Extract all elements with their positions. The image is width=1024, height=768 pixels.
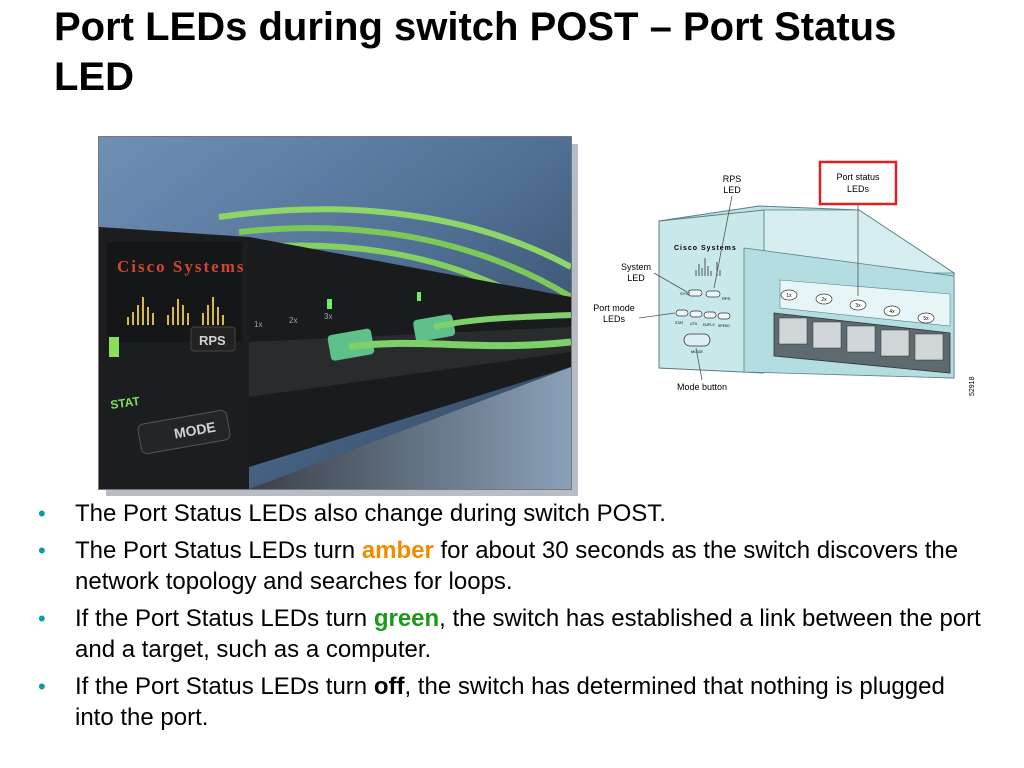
port-label-3: 3x	[855, 303, 861, 309]
system-led-label-2: LED	[627, 273, 645, 283]
switch-diagram: RPS LED Port status LEDs System LED Port…	[584, 158, 984, 408]
bullet-dot-icon: •	[38, 501, 46, 526]
diagram-brand: Cisco Systems	[674, 245, 737, 252]
port-label-4: 4x	[889, 309, 895, 315]
port-mode-label-2: LEDs	[603, 314, 626, 324]
port-status-label-1: Port status	[836, 172, 880, 182]
mode-button-label: Mode button	[677, 382, 727, 392]
photo-mode-label: MODE	[173, 419, 217, 442]
rps-small: RPS	[722, 296, 731, 301]
rps-led-label-1: RPS	[723, 174, 742, 184]
bullet-dot-icon: •	[38, 538, 46, 563]
port-label-5: 5x	[923, 316, 929, 322]
bullet-3-text-a: If the Port Status LEDs turn	[75, 605, 374, 632]
mode-small: MODE	[691, 349, 703, 354]
bullet-dot-icon: •	[38, 606, 46, 631]
bullet-2-text-b: for about 30 seconds as the switch disco…	[75, 537, 959, 595]
bullet-4-text-a: If the Port Status LEDs turn	[75, 673, 374, 700]
amber-keyword: amber	[361, 537, 434, 564]
mode-led-stat: STAT	[675, 321, 684, 325]
off-keyword: off	[373, 673, 405, 700]
port-status-label-2: LEDs	[847, 184, 870, 194]
bullet-dot-icon: •	[38, 674, 46, 699]
system-led-label-1: System	[621, 262, 651, 272]
diagram-mode-button	[683, 333, 711, 347]
bullet-4-text-b: , the switch has determined that nothing…	[75, 673, 945, 731]
photo-port-2: 2x	[289, 316, 297, 325]
rps-led-label-2: LED	[723, 185, 741, 195]
bullet-3-text-b: , the switch has established a link betw…	[75, 605, 981, 663]
mode-led-speed: SPEED	[718, 324, 730, 328]
photo-port-3: 3x	[324, 312, 332, 321]
bullet-item-2: • The Port Status LEDs turn amber for ab…	[30, 535, 990, 597]
port-mode-label-1: Port mode	[593, 303, 635, 313]
mode-led-duplx: DUPLX	[703, 323, 715, 327]
photo-stat-label: STAT	[109, 394, 141, 412]
photo-rps-label: RPS	[199, 333, 226, 348]
port-status-highlight	[818, 160, 898, 206]
figure-id: 52918	[969, 376, 976, 396]
bullet-list: • The Port Status LEDs also change durin…	[30, 498, 990, 739]
port-label-1: 1x	[786, 293, 792, 299]
photo-port-1: 1x	[254, 320, 262, 329]
bullet-item-4: • If the Port Status LEDs turn off, the …	[30, 671, 990, 733]
bullet-item-1: • The Port Status LEDs also change durin…	[30, 498, 990, 529]
bullet-2-text-a: The Port Status LEDs turn	[75, 537, 362, 564]
slide-title: Port LEDs during switch POST – Port Stat…	[54, 5, 897, 99]
mode-led-util: UTIL	[690, 322, 698, 326]
green-keyword: green	[373, 605, 440, 632]
port-label-2: 2x	[821, 297, 827, 303]
bullet-1-text: The Port Status LEDs also change during …	[75, 500, 666, 527]
bullet-item-3: • If the Port Status LEDs turn green, th…	[30, 603, 990, 665]
syst-small: SYST	[680, 291, 691, 296]
switch-photo: Cisco Systems RPS STAT MODE 1x 2x 3x	[98, 136, 572, 490]
photo-brand: Cisco Systems	[117, 257, 245, 276]
